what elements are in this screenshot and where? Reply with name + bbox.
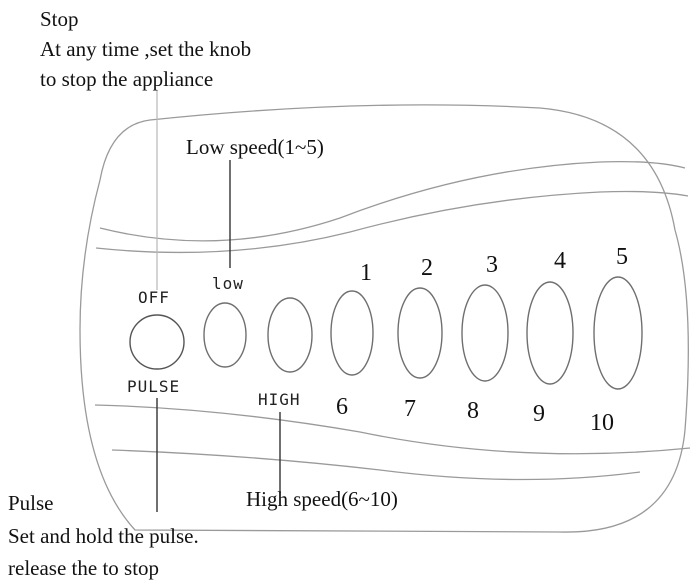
low-speed-callout: Low speed(1~5) bbox=[186, 135, 324, 159]
stop-callout-line-1: At any time ,set the knob bbox=[40, 37, 251, 61]
speed-number-8: 8 bbox=[467, 398, 479, 424]
speed-number-2: 2 bbox=[421, 255, 433, 281]
upper-band-outer bbox=[99, 160, 686, 242]
speed-button-1-6[interactable] bbox=[330, 290, 374, 376]
pulse-callout-line-2: release the to stop bbox=[8, 556, 159, 580]
high-label: HIGH bbox=[258, 390, 301, 409]
pulse-callout-heading: Pulse bbox=[8, 491, 54, 515]
speed-number-5: 5 bbox=[616, 244, 628, 270]
off-pulse-button[interactable] bbox=[129, 314, 185, 370]
stop-callout-line-2: to stop the appliance bbox=[40, 67, 213, 91]
high-speed-callout: High speed(6~10) bbox=[246, 487, 398, 511]
pulse-label: PULSE bbox=[127, 377, 180, 396]
speed-number-10: 10 bbox=[590, 410, 614, 436]
speed-button-4-9[interactable] bbox=[526, 281, 574, 385]
speed-number-3: 3 bbox=[486, 252, 498, 278]
speed-number-6: 6 bbox=[336, 394, 348, 420]
upper-band-inner bbox=[95, 190, 689, 254]
speed-button-5-10[interactable] bbox=[593, 276, 643, 390]
speed-number-1: 1 bbox=[360, 260, 372, 286]
low-button[interactable] bbox=[203, 302, 247, 368]
speed-number-9: 9 bbox=[533, 401, 545, 427]
stop-callout-heading: Stop bbox=[40, 7, 79, 31]
speed-number-7: 7 bbox=[404, 396, 416, 422]
lower-band-outer bbox=[94, 404, 691, 455]
lower-band-inner bbox=[111, 449, 641, 481]
speed-button-3-8[interactable] bbox=[461, 284, 509, 382]
speed-button-2-7[interactable] bbox=[397, 287, 443, 379]
pulse-callout-line-1: Set and hold the pulse. bbox=[8, 524, 199, 548]
high-button[interactable] bbox=[267, 297, 313, 373]
low-label: low bbox=[212, 274, 244, 293]
off-label: OFF bbox=[138, 288, 170, 307]
panel-outline bbox=[79, 104, 689, 533]
speed-number-4: 4 bbox=[554, 248, 566, 274]
